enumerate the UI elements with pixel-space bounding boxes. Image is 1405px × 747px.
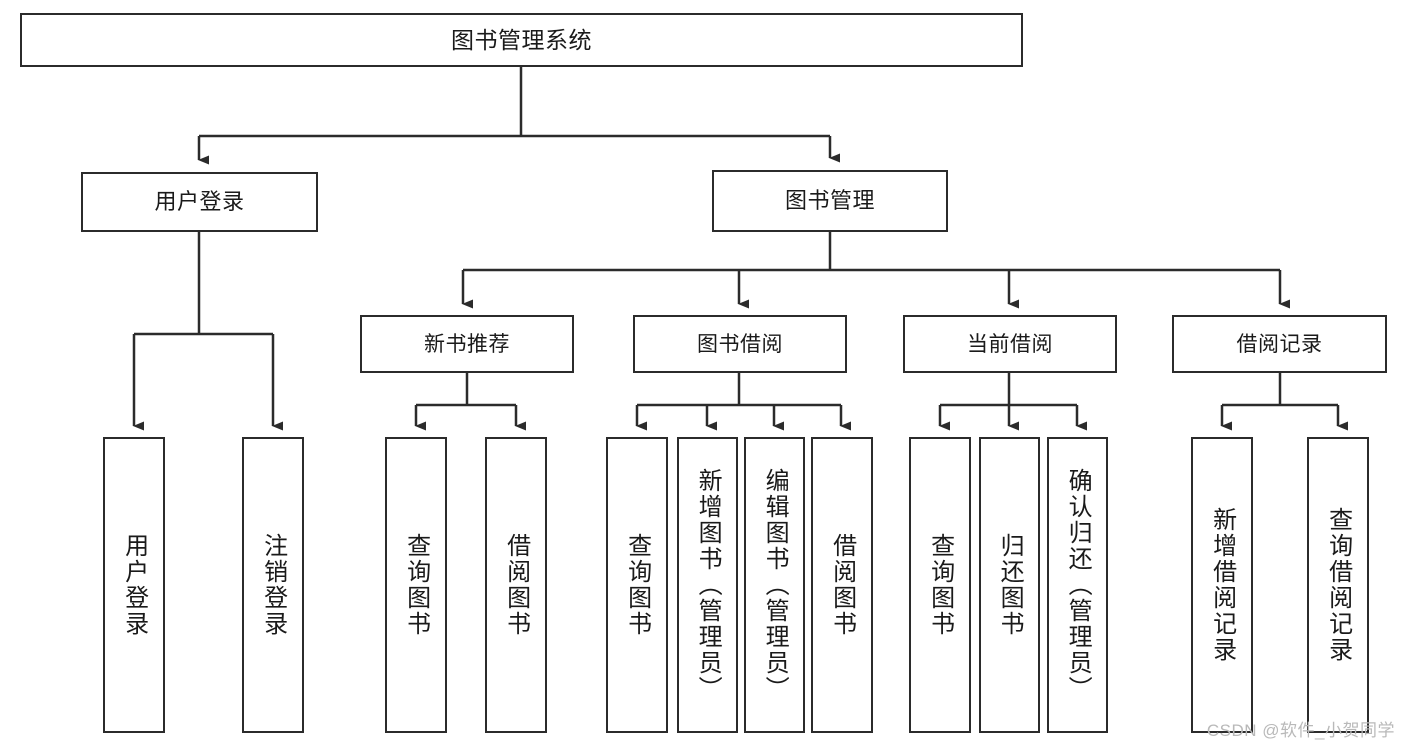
- node-leaf-query-record[interactable]: 查询借阅记录: [1307, 437, 1369, 733]
- node-leaf-return-book-label: 归还图书: [996, 533, 1024, 637]
- node-book-management-label: 图书管理: [784, 188, 875, 213]
- node-leaf-user-login-label: 用户登录: [120, 533, 148, 637]
- node-leaf-confirm-return-label: 确认归还（管理员）: [1064, 468, 1092, 702]
- node-leaf-confirm-return[interactable]: 确认归还（管理员）: [1047, 437, 1108, 733]
- node-leaf-add-book-label: 新增图书（管理员）: [694, 468, 722, 702]
- node-leaf-add-book[interactable]: 新增图书（管理员）: [677, 437, 738, 733]
- watermark: CSDN @软件_小贺同学: [1206, 721, 1395, 740]
- node-leaf-add-record-label: 新增借阅记录: [1208, 507, 1236, 663]
- node-current-borrow[interactable]: 当前借阅: [903, 315, 1117, 373]
- node-leaf-edit-book-label: 编辑图书（管理员）: [761, 468, 789, 702]
- node-leaf-borrow-book-1[interactable]: 借阅图书: [485, 437, 547, 733]
- node-root-label: 图书管理系统: [451, 26, 592, 53]
- node-borrow-record[interactable]: 借阅记录: [1172, 315, 1387, 373]
- node-root[interactable]: 图书管理系统: [20, 13, 1023, 67]
- node-user-login[interactable]: 用户登录: [81, 172, 318, 232]
- node-leaf-query-book-3-label: 查询图书: [926, 533, 954, 637]
- node-leaf-borrow-book-2-label: 借阅图书: [828, 533, 856, 637]
- node-user-login-label: 用户登录: [154, 189, 245, 214]
- node-leaf-logout-login[interactable]: 注销登录: [242, 437, 304, 733]
- node-leaf-user-login[interactable]: 用户登录: [103, 437, 165, 733]
- node-leaf-query-book-1[interactable]: 查询图书: [385, 437, 447, 733]
- node-leaf-borrow-book-1-label: 借阅图书: [502, 533, 530, 637]
- node-leaf-edit-book[interactable]: 编辑图书（管理员）: [744, 437, 805, 733]
- node-book-borrow[interactable]: 图书借阅: [633, 315, 847, 373]
- node-leaf-add-record[interactable]: 新增借阅记录: [1191, 437, 1253, 733]
- node-leaf-query-book-2-label: 查询图书: [623, 533, 651, 637]
- node-leaf-query-book-2[interactable]: 查询图书: [606, 437, 668, 733]
- node-current-borrow-label: 当前借阅: [967, 332, 1053, 356]
- node-leaf-return-book[interactable]: 归还图书: [979, 437, 1040, 733]
- node-leaf-logout-login-label: 注销登录: [259, 533, 287, 637]
- node-leaf-query-book-3[interactable]: 查询图书: [909, 437, 971, 733]
- node-leaf-query-record-label: 查询借阅记录: [1324, 507, 1352, 663]
- node-book-management[interactable]: 图书管理: [712, 170, 948, 232]
- node-new-book-recommend-label: 新书推荐: [424, 332, 510, 356]
- node-borrow-record-label: 借阅记录: [1236, 332, 1323, 356]
- node-book-borrow-label: 图书借阅: [697, 332, 783, 356]
- node-new-book-recommend[interactable]: 新书推荐: [360, 315, 574, 373]
- node-leaf-query-book-1-label: 查询图书: [402, 533, 430, 637]
- node-leaf-borrow-book-2[interactable]: 借阅图书: [811, 437, 873, 733]
